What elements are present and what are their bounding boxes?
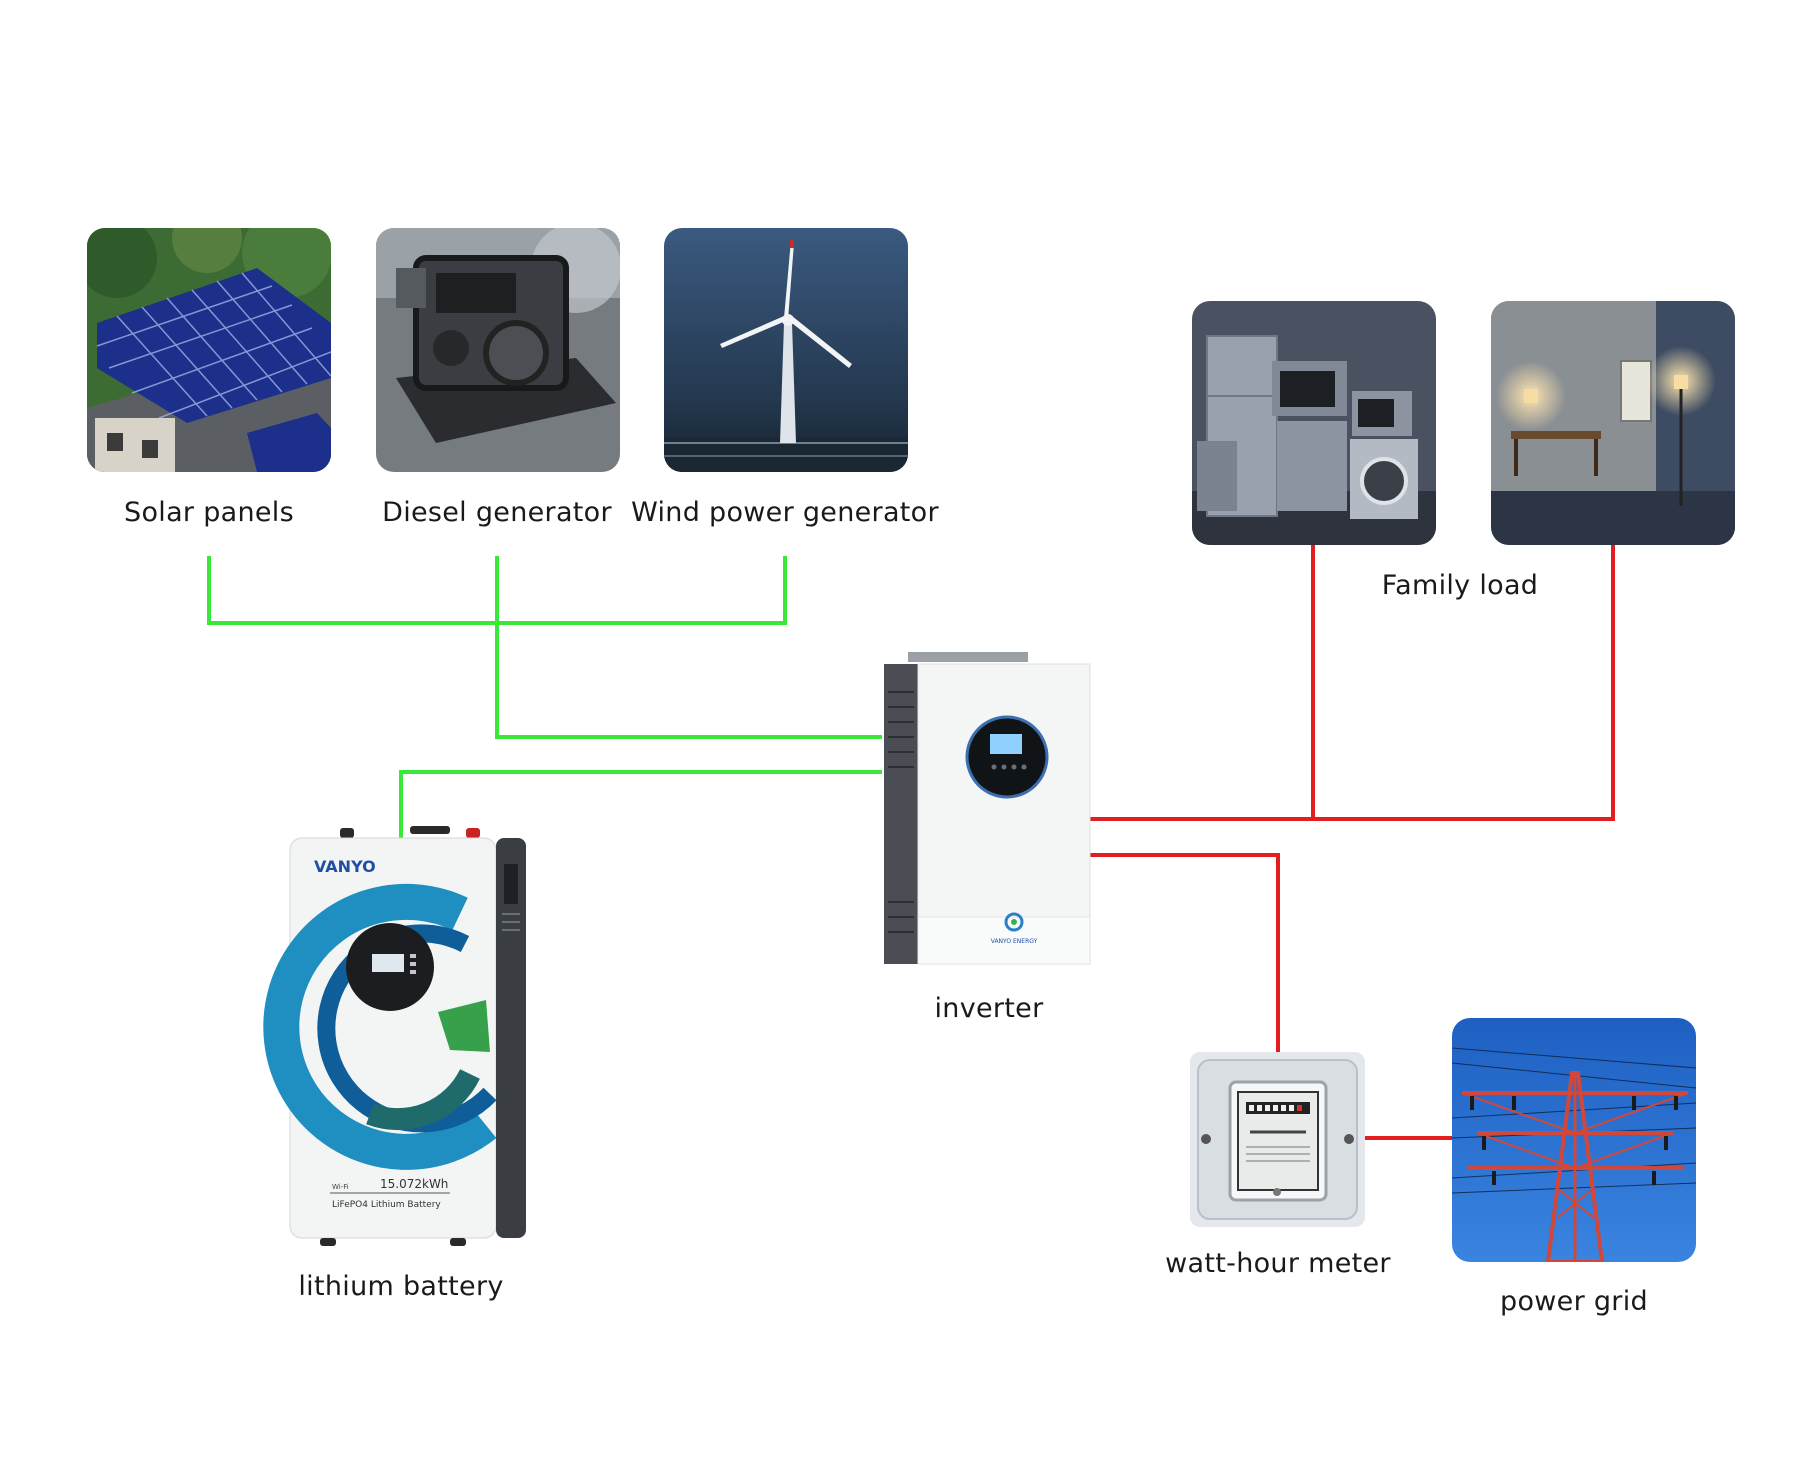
diesel-generator-photo: [376, 228, 620, 472]
power-grid-image: [1452, 1018, 1696, 1262]
wind-power-generator-image: [664, 228, 908, 472]
battery-type-text: LiFePO4 Lithium Battery: [332, 1200, 441, 1210]
lithium-battery-label: lithium battery: [298, 1271, 504, 1302]
diesel-generator-label: Diesel generator: [382, 497, 612, 528]
battery-wire: [399, 770, 882, 840]
renewable-wires: [207, 556, 882, 840]
solar-panel-roof-photo: [87, 228, 331, 472]
family-load-label: Family load: [1381, 570, 1539, 601]
wind-turbine-photo: [664, 228, 908, 472]
inverter-brand-text: VANYO ENERGY: [991, 938, 1038, 945]
living-room-image: [1491, 301, 1735, 545]
battery-device: VANYO Wi-Fi 15.072kWh LiFePO4 Lithium Ba…: [263, 826, 526, 1246]
watt-hour-meter-label: watt-hour meter: [1165, 1248, 1391, 1279]
solar-panels-image: [87, 228, 331, 472]
diesel-wire: [495, 556, 882, 739]
living-room-photo: [1491, 301, 1735, 545]
inverter-device: VANYO ENERGY: [884, 652, 1091, 965]
battery-capacity-text: 15.072kWh: [380, 1177, 448, 1191]
inverter-image: VANYO ENERGY: [884, 652, 1091, 972]
diesel-generator-image: [376, 228, 620, 472]
watt-hour-meter-photo: [1190, 1052, 1365, 1227]
home-appliances-image: [1192, 301, 1436, 545]
power-grid-tower-photo: [1452, 1018, 1696, 1262]
battery-connectivity-text: Wi-Fi: [332, 1183, 349, 1191]
battery-brand-text: VANYO: [314, 857, 376, 876]
meter-wire: [1087, 853, 1280, 1052]
family-load-wire: [1087, 542, 1615, 821]
wind-power-generator-label: Wind power generator: [631, 497, 939, 528]
grid-wires: [1087, 542, 1615, 1140]
power-grid-label: power grid: [1500, 1286, 1648, 1317]
solar-panels-label: Solar panels: [124, 497, 294, 528]
watt-hour-meter-image: [1190, 1052, 1365, 1227]
lithium-battery-image: VANYO Wi-Fi 15.072kWh LiFePO4 Lithium Ba…: [263, 824, 526, 1248]
home-appliances-photo: [1192, 301, 1436, 545]
inverter-label: inverter: [934, 993, 1044, 1024]
